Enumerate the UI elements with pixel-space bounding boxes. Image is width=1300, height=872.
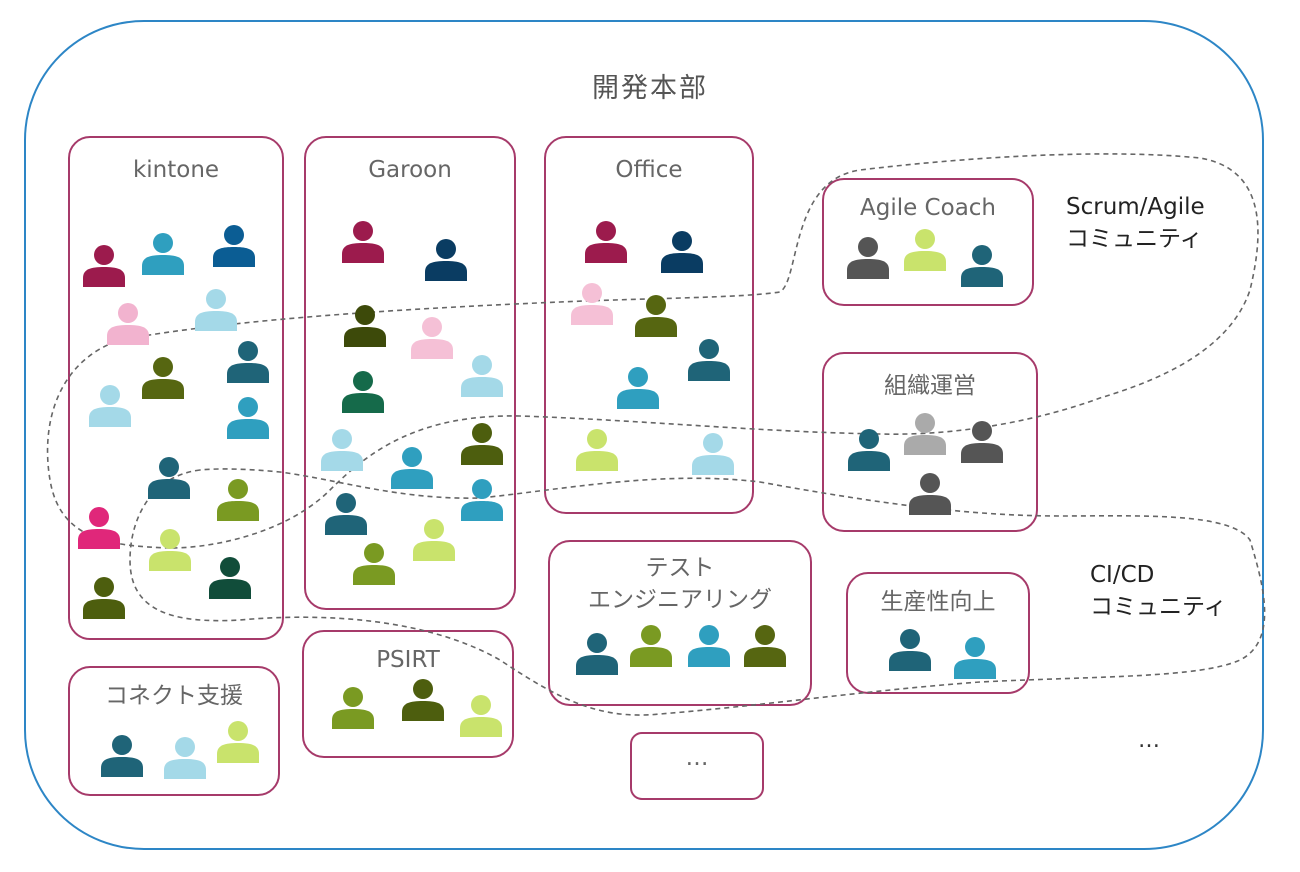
scrum-agile-label-line1: Scrum/Agile xyxy=(1066,194,1205,220)
team-office: Office xyxy=(544,136,754,514)
team-agile-coach: Agile Coach xyxy=(822,178,1034,306)
cicd-label-line2: コミュニティ xyxy=(1090,594,1227,620)
team-garoon: Garoon xyxy=(304,136,516,610)
team-more: … xyxy=(630,732,764,800)
team-label: 生産性向上 xyxy=(880,589,996,615)
team-productivity: 生産性向上 xyxy=(846,572,1030,694)
team-test-engineering: テスト エンジニアリング xyxy=(548,540,812,706)
team-label: Office xyxy=(615,157,683,183)
team-label: … xyxy=(685,745,709,771)
more-ellipsis: … xyxy=(1138,728,1160,753)
team-connect-support: コネクト支援 xyxy=(68,666,280,796)
team-label: Agile Coach xyxy=(859,195,997,221)
scrum-agile-label-line2: コミュニティ xyxy=(1066,226,1203,252)
team-org-ops: 組織運営 xyxy=(822,352,1038,532)
team-label: kintone xyxy=(132,157,220,183)
team-label: コネクト支援 xyxy=(105,683,243,709)
team-psirt: PSIRT xyxy=(302,630,514,758)
cicd-label-line1: CI/CD xyxy=(1090,562,1155,588)
team-label-line1: テスト xyxy=(645,555,715,581)
team-label: 組織運営 xyxy=(884,373,976,399)
team-label: PSIRT xyxy=(376,647,440,673)
team-label-line2: エンジニアリング xyxy=(588,587,772,613)
team-kintone: kintone xyxy=(68,136,284,640)
team-label: Garoon xyxy=(368,157,452,183)
org-frame xyxy=(24,20,1264,850)
org-title: 開発本部 xyxy=(592,73,708,104)
